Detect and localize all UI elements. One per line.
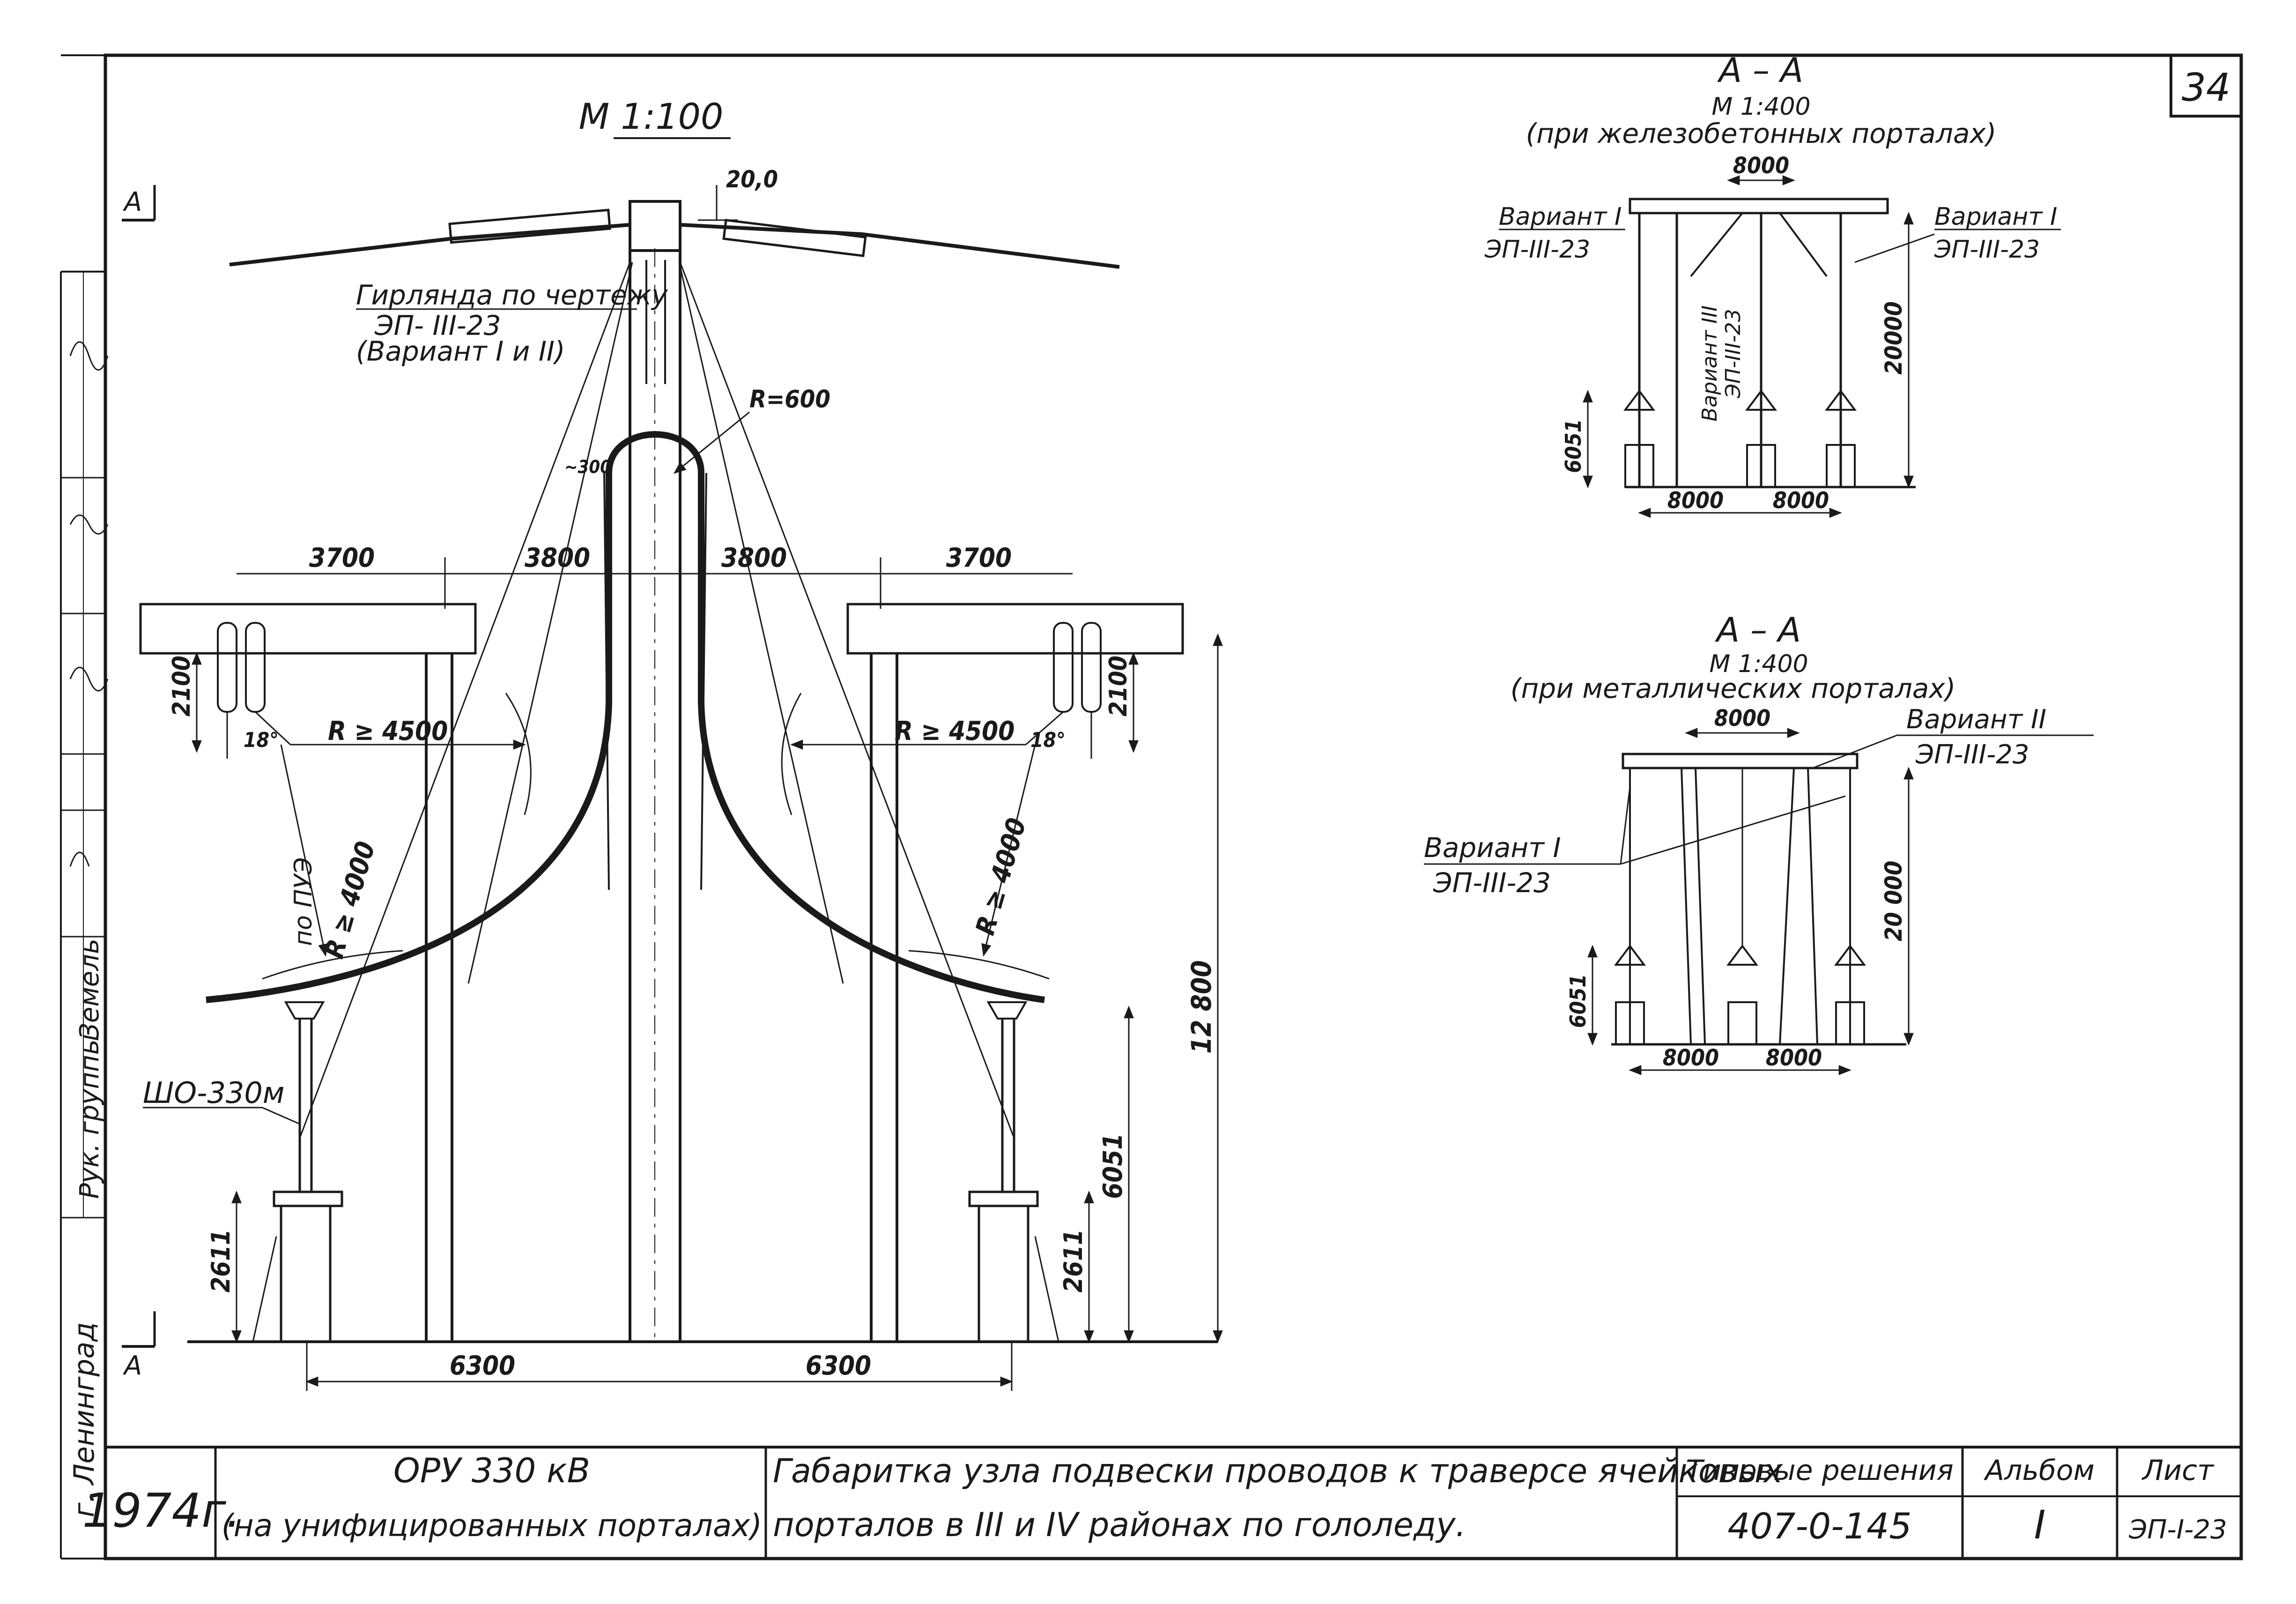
section-mark-top: А xyxy=(122,185,156,222)
section-concrete-dim-height: 20000 xyxy=(1880,302,1907,375)
section-concrete-dim-top: 8000 xyxy=(1733,153,1789,179)
dim-2100-left: 2100 xyxy=(168,656,196,717)
section-concrete-scale: М 1:400 xyxy=(1711,93,1810,121)
section-metal-insulators xyxy=(1614,768,1866,1045)
sheet-number: 34 xyxy=(2182,66,2230,110)
title-block: 1974г. ОРУ 330 кВ (на унифицированных по… xyxy=(82,1446,2241,1559)
title-center-2: порталов в III и IV районах по гололеду. xyxy=(773,1506,1466,1544)
section-metal: А – А М 1:400 (при металлических портала… xyxy=(1424,610,2094,1075)
section-concrete-dim-6051: 6051 xyxy=(1561,419,1586,473)
section-concrete-dim-bottom-left: 8000 xyxy=(1667,488,1724,514)
radius-4000-left: R ≥ 4000 xyxy=(319,838,381,962)
dim-3800-left: 3800 xyxy=(525,543,590,573)
dim-3700-right: 3700 xyxy=(946,543,1012,573)
insulator-label: ШО-330м xyxy=(143,1076,285,1110)
section-metal-var-left-2: ЭП-III-23 xyxy=(1433,867,1551,899)
radius-top: R=600 xyxy=(749,385,830,414)
sheet-number-box: 34 xyxy=(2170,54,2243,118)
section-metal-dim-6051: 6051 xyxy=(1565,974,1591,1028)
radius-left: R ≥ 4500 xyxy=(328,716,448,747)
section-metal-scale: М 1:400 xyxy=(1709,650,1808,678)
garland-line-2: ЭП- III-23 xyxy=(374,310,501,341)
side-stamp-2: Земель xyxy=(74,939,105,1040)
stay-left xyxy=(299,262,633,1138)
central-mast xyxy=(629,200,681,1342)
top-traverse: 20,0 xyxy=(229,166,1120,269)
section-metal-var-right-1: Вариант II xyxy=(1906,704,2046,735)
section-concrete-var-center-1: Вариант III xyxy=(1698,305,1722,421)
support-insulator-right xyxy=(968,1001,1059,1342)
album-label: Альбом xyxy=(1983,1454,2095,1487)
section-concrete-var-right-2: ЭП-III-23 xyxy=(1934,236,2040,264)
title-left-1: ОРУ 330 кВ xyxy=(393,1451,590,1490)
main-scale: М 1:100 xyxy=(579,96,724,137)
section-concrete-var-left-2: ЭП-III-23 xyxy=(1484,236,1590,264)
right-portal: 18° 2100 12 800 xyxy=(846,603,1223,1343)
radius-right: R ≥ 4500 xyxy=(895,716,1015,747)
side-stamp: Рук. группы Земель г. Ленинград xyxy=(68,341,109,1517)
top-dimensions: 3700 3800 3800 3700 xyxy=(237,543,1073,609)
dim-3700-left: 3700 xyxy=(309,543,375,573)
sheet-frame xyxy=(60,53,2243,1560)
bottom-dimensions: 6300 6300 xyxy=(305,1342,1013,1391)
list-value: ЭП-I-23 xyxy=(2128,1515,2227,1545)
section-concrete-title: А – А xyxy=(1717,51,1803,90)
section-metal-dim-bottom-right: 8000 xyxy=(1766,1045,1822,1071)
list-label: Лист xyxy=(2141,1454,2215,1487)
dim-6300-right: 6300 xyxy=(806,1351,871,1381)
section-metal-var-left-1: Вариант I xyxy=(1424,832,1561,864)
dim-6051-main: 6051 xyxy=(1098,1133,1128,1199)
dim-12800: 12 800 xyxy=(1185,960,1217,1054)
dim-2611-left: 2611 xyxy=(206,1229,236,1293)
section-metal-dim-top: 8000 xyxy=(1714,705,1770,732)
left-portal: 18° 2100 xyxy=(139,603,477,1342)
stay-right xyxy=(678,262,1015,1138)
dim-2611-right: 2611 xyxy=(1059,1229,1088,1293)
section-metal-dim-bottom-left: 8000 xyxy=(1663,1045,1719,1071)
section-concrete-var-center-2: ЭП-III-23 xyxy=(1721,309,1745,399)
section-concrete-note: (при железобетонных порталах) xyxy=(1526,118,1997,149)
title-center-1: Габаритка узла подвески проводов к траве… xyxy=(773,1452,1783,1490)
radius-4000-right: R ≥ 4000 xyxy=(970,815,1032,939)
dim-3800-right: 3800 xyxy=(721,543,787,573)
album-value: I xyxy=(2034,1502,2046,1548)
series-value: 407-0-145 xyxy=(1727,1505,1911,1547)
year-label: 1974г. xyxy=(82,1483,241,1538)
garland-label: Гирлянда по чертежу ЭП- III-23 (Вариант … xyxy=(356,279,668,367)
side-stamp-1: Рук. группы xyxy=(74,1034,105,1199)
pue-label: по ПУЭ xyxy=(289,857,318,946)
garland-line-3: (Вариант I и II) xyxy=(356,335,565,367)
main-view: М 1:100 А А xyxy=(122,96,1223,1391)
section-concrete: А – А М 1:400 (при железобетонных портал… xyxy=(1484,51,2061,518)
section-mark-top-label: А xyxy=(123,187,142,217)
dim-6300-left: 6300 xyxy=(450,1351,515,1381)
dim-2100-right: 2100 xyxy=(1104,656,1133,717)
section-concrete-insulators xyxy=(1623,389,1857,488)
wire-loop xyxy=(206,431,1045,1003)
section-concrete-var-left-1: Вариант I xyxy=(1499,203,1622,231)
section-metal-var-right-2: ЭП-III-23 xyxy=(1915,739,2029,770)
radius-annotations: R ≥ 4500 R ≥ 4500 по ПУЭ R ≥ 4000 R ≥ 40… xyxy=(262,693,1050,980)
support-insulator-left xyxy=(252,1001,343,1342)
angle-right: 18° xyxy=(1030,728,1066,752)
city-label: г. Ленинград xyxy=(68,1322,101,1517)
dim-top-offset: 20,0 xyxy=(726,166,778,193)
section-mark-bottom-label: А xyxy=(123,1351,142,1381)
section-metal-dim-height: 20 000 xyxy=(1880,861,1907,941)
section-metal-note: (при металлических порталах) xyxy=(1511,673,1956,704)
section-mark-bottom: А xyxy=(122,1311,156,1381)
title-left-2: (на унифицированных порталах) xyxy=(222,1508,762,1544)
section-concrete-dim-bottom-right: 8000 xyxy=(1773,488,1829,514)
series-label: Типовые решения xyxy=(1686,1454,1953,1487)
section-metal-title: А – А xyxy=(1715,610,1801,650)
angle-left: 18° xyxy=(244,728,279,752)
section-concrete-var-right-1: Вариант I xyxy=(1934,203,2057,231)
garland-line-1: Гирлянда по чертежу xyxy=(356,279,668,311)
